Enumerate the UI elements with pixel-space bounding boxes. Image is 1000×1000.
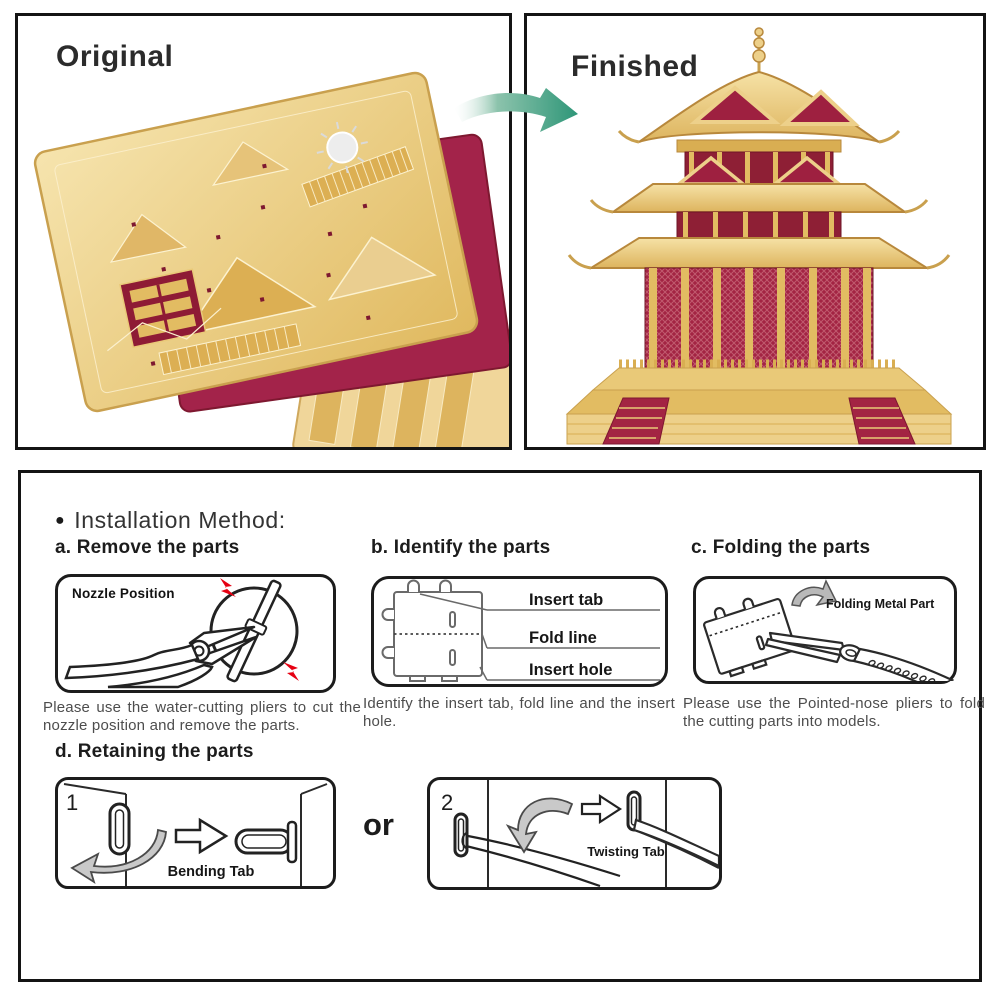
finished-label: Finished <box>571 50 699 83</box>
section-c-heading: c. Folding the parts <box>691 537 871 558</box>
insert-hole-label: Insert hole <box>529 661 612 679</box>
bending-tab-label: Bending Tab <box>168 864 255 880</box>
installation-method-panel: ●Installation Method: a. Remove the part… <box>18 470 985 982</box>
or-label: or <box>363 807 394 842</box>
nozzle-position-label: Nozzle Position <box>72 586 175 601</box>
left-staircase <box>602 397 670 445</box>
section-b-heading: b. Identify the parts <box>371 537 551 558</box>
step-2-number: 2 <box>441 790 453 815</box>
sun-part <box>316 121 368 174</box>
fold-line-label: Fold line <box>529 629 597 647</box>
finished-model <box>565 27 953 445</box>
folding-pliers-art: Folding Metal Part <box>703 579 954 681</box>
step-1-number: 1 <box>66 790 78 815</box>
gold-sheet-front <box>33 71 479 413</box>
metal-sheets-photo <box>33 71 509 447</box>
insert-tab-label: Insert tab <box>529 591 603 609</box>
next-step-arrow-icon <box>174 817 229 855</box>
cut-alert-arrows <box>220 578 299 681</box>
remove-parts-diagram: Nozzle Position <box>55 574 336 693</box>
original-panel: Original <box>15 13 512 450</box>
watchtower-model-photo <box>565 27 953 445</box>
right-staircase <box>848 397 916 445</box>
section-c-caption: Please use the Pointed-nose pliers to fo… <box>683 695 985 730</box>
fold-direction-arrow-icon <box>791 579 838 607</box>
section-a-caption: Please use the water-cutting pliers to c… <box>43 699 361 734</box>
window-grid-part <box>119 268 207 349</box>
twisting-tab-art: 2 Twisting Tab <box>441 780 719 887</box>
identify-parts-diagram: Insert tab Fold line Insert hole <box>371 576 668 687</box>
folding-metal-part-label: Folding Metal Part <box>826 597 935 611</box>
next-step-arrow-icon <box>580 793 623 825</box>
section-a-heading: a. Remove the parts <box>55 537 240 558</box>
bullet-icon: ● <box>55 512 66 529</box>
bending-tab-art: 1 Bending Tab <box>63 783 328 886</box>
installation-method-title: ●Installation Method: <box>55 507 286 533</box>
twisting-tab-label: Twisting Tab <box>587 844 665 859</box>
original-to-finished-arrow-icon <box>454 88 578 132</box>
part-anatomy-art: Insert tab Fold line Insert hole <box>381 579 660 682</box>
folding-parts-diagram: Folding Metal Part <box>693 576 957 684</box>
finished-panel: Finished <box>524 13 986 450</box>
section-d-heading: d. Retaining the parts <box>55 741 254 762</box>
bending-tab-diagram: 1 Bending Tab <box>55 777 336 889</box>
twisting-tab-diagram: 2 Twisting Tab <box>427 777 722 890</box>
section-b-caption: Identify the insert tab, fold line and t… <box>363 695 675 730</box>
cutting-pliers-art <box>64 578 299 689</box>
bend-direction-arrow-icon <box>70 828 167 885</box>
twist-direction-arrow-icon <box>505 797 574 854</box>
original-label: Original <box>56 40 174 73</box>
